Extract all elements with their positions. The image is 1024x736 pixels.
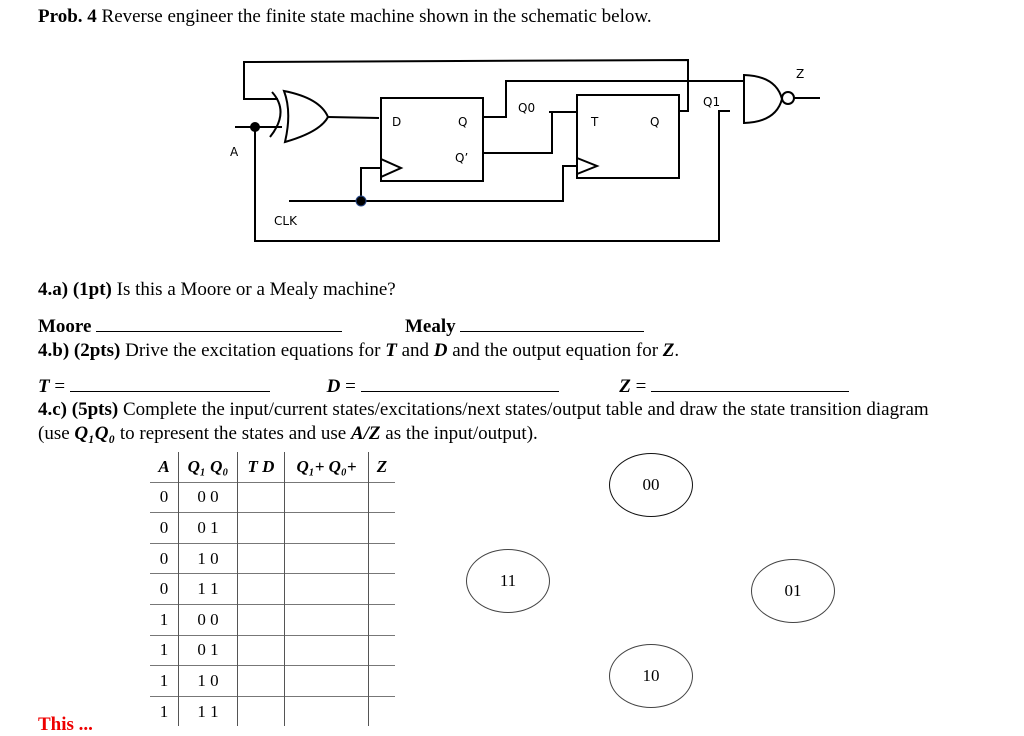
label-q1: Q1	[703, 95, 720, 109]
state-10[interactable]: 10	[609, 644, 693, 708]
td-cell[interactable]	[237, 573, 285, 605]
td-cell[interactable]	[237, 695, 285, 727]
header-next-state: Q₁+ Q₀+	[284, 452, 369, 483]
next-state-cell[interactable]	[284, 695, 369, 727]
part-b-equations: T = D = Z =	[38, 375, 850, 398]
state-00[interactable]: 00	[609, 453, 693, 517]
problem-number: Prob. 4	[38, 6, 97, 27]
state-11[interactable]: 11	[466, 549, 550, 613]
moore-answer-blank[interactable]	[96, 315, 343, 332]
part-a-options: Moore Mealy	[38, 315, 645, 338]
label-d-qbar: Q’	[455, 151, 468, 165]
label-a: A	[230, 145, 239, 159]
part-c-instructions: (use Q₁Q₀ to represent the states and us…	[38, 423, 538, 444]
z-cell[interactable]	[368, 542, 395, 574]
eq-d-label: D	[326, 376, 341, 397]
label-z: Z	[796, 67, 804, 81]
z-cell[interactable]	[368, 481, 395, 513]
z-cell[interactable]	[368, 695, 395, 727]
eq-t-label: T	[38, 376, 50, 397]
problem-statement: Reverse engineer the finite state machin…	[96, 6, 652, 27]
option-moore-label: Moore	[38, 316, 92, 337]
label-t-q: Q	[650, 115, 659, 129]
header-a: A	[150, 452, 179, 483]
label-t: T	[590, 115, 599, 129]
z-cell[interactable]	[368, 665, 395, 697]
td-cell[interactable]	[237, 512, 285, 544]
header-td: T D	[237, 452, 285, 483]
z-cell[interactable]	[368, 603, 395, 636]
fsm-schematic: A CLK D Q Q’ Q0 T Q Q1 Z	[230, 58, 820, 242]
z-cell[interactable]	[368, 512, 395, 544]
td-cell[interactable]	[237, 481, 285, 513]
next-state-cell[interactable]	[284, 573, 369, 605]
td-cell[interactable]	[237, 542, 285, 574]
next-state-cell[interactable]	[284, 634, 369, 666]
td-cell[interactable]	[237, 603, 285, 636]
header-q1q0: Q₁ Q₀	[178, 452, 238, 483]
next-state-cell[interactable]	[284, 542, 369, 574]
td-cell[interactable]	[237, 665, 285, 697]
option-mealy-label: Mealy	[404, 316, 456, 337]
d-equation-blank[interactable]	[360, 375, 559, 392]
state-01[interactable]: 01	[751, 559, 835, 623]
label-d: D	[392, 115, 401, 129]
z-cell[interactable]	[368, 573, 395, 605]
problem-title: Prob. 4 Reverse engineer the finite stat…	[38, 6, 652, 28]
label-clk: CLK	[274, 214, 298, 228]
part-b-question: 4.b) (2pts) Drive the excitation equatio…	[38, 340, 680, 361]
next-state-cell[interactable]	[284, 603, 369, 636]
table-header: A Q₁ Q₀ T D Q₁+ Q₀+ Z	[150, 452, 395, 483]
eq-z-label: Z	[619, 376, 631, 397]
z-cell[interactable]	[368, 634, 395, 666]
header-z: Z	[376, 456, 388, 476]
part-c-question: 4.c) (5pts) Complete the input/current s…	[38, 399, 929, 420]
t-equation-blank[interactable]	[69, 375, 270, 392]
z-equation-blank[interactable]	[651, 375, 850, 392]
part-a-question: 4.a) (1pt) Is this a Moore or a Mealy ma…	[38, 279, 396, 300]
label-q0: Q0	[518, 101, 535, 115]
next-state-cell[interactable]	[284, 665, 369, 697]
next-state-cell[interactable]	[284, 512, 369, 544]
footer-partial-text: This ...	[38, 714, 93, 735]
label-d-q: Q	[458, 115, 467, 129]
td-cell[interactable]	[237, 634, 285, 666]
next-state-cell[interactable]	[284, 481, 369, 513]
mealy-answer-blank[interactable]	[460, 315, 645, 332]
